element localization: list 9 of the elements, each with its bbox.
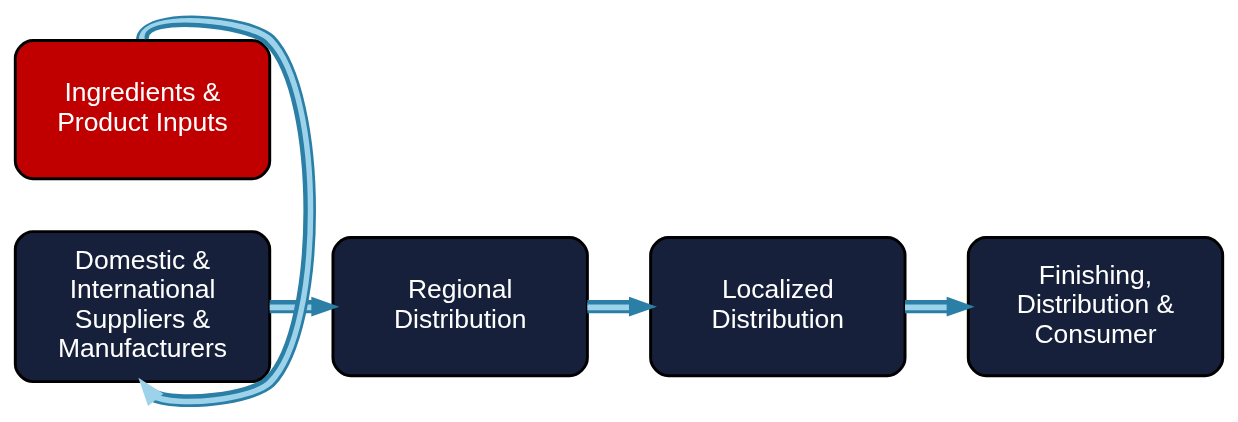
node-box: Localized Distribution <box>649 236 907 378</box>
arrow <box>587 296 657 317</box>
node-box: Finishing, Distribution & Consumer <box>966 236 1225 378</box>
node-box: Domestic & International Suppliers & Manufacturers <box>13 230 272 384</box>
arrow <box>905 296 975 317</box>
arrow <box>269 296 340 317</box>
arrow <box>136 15 316 407</box>
node-box: Regional Distribution <box>331 236 589 378</box>
node-box: Ingredients & Product Inputs <box>13 38 272 181</box>
